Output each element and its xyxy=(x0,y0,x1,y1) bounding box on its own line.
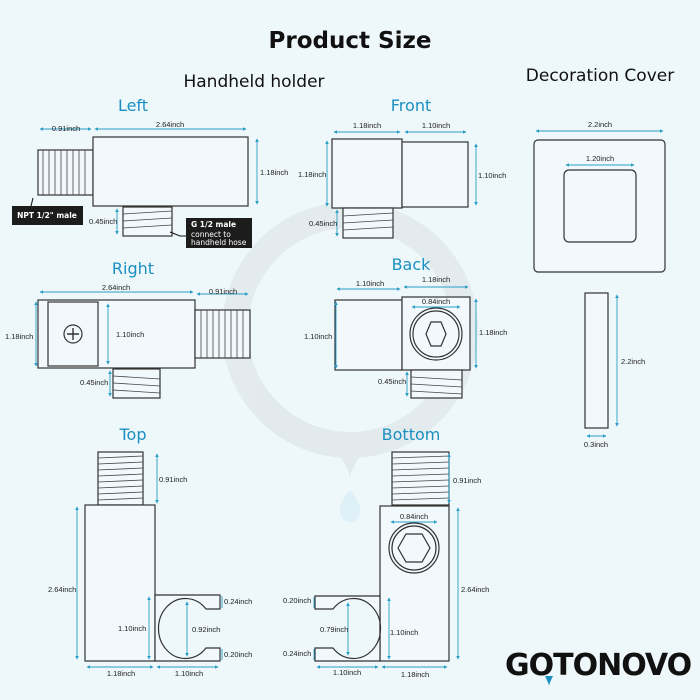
dim-label: 1.20inch xyxy=(586,154,614,163)
dim-label: 2.64inch xyxy=(461,585,489,594)
section-cover-title: Decoration Cover xyxy=(526,66,674,86)
dim-label: 1.18inch xyxy=(260,168,288,177)
g-tag-title: G 1/2 male xyxy=(191,220,236,229)
top-view: Top 0.91inch 2.64inch 1.10inch 0.92inch … xyxy=(48,425,252,678)
dim-label: 0.91inch xyxy=(453,476,481,485)
dim-label: 1.10inch xyxy=(422,121,450,130)
dim-label: 0.45inch xyxy=(378,377,406,386)
dim-label: 0.91inch xyxy=(159,475,187,484)
right-view-title: Right xyxy=(112,259,154,278)
water-drop-icon xyxy=(545,676,553,686)
dim-label: 0.20inch xyxy=(224,650,252,659)
body xyxy=(92,136,249,207)
dim-label: 1.10inch xyxy=(304,332,332,341)
dim-label: 0.20inch xyxy=(283,596,311,605)
dim-label: 1.10inch xyxy=(390,628,418,637)
g-tag-line: handheld hose xyxy=(191,238,247,247)
dim-label: 1.10inch xyxy=(116,330,144,339)
dim-label: 1.10inch xyxy=(175,669,203,678)
left-view: Left 0.91inch 2.64inch 1.18inch 0.45inch… xyxy=(12,96,288,248)
back-view-title: Back xyxy=(392,255,432,274)
dim-label: 1.18inch xyxy=(422,275,450,284)
dim-label: 1.10inch xyxy=(356,279,384,288)
front-view-title: Front xyxy=(391,96,431,115)
dim-label: 2.64inch xyxy=(156,120,184,129)
decoration-cover-view: 2.2inch 1.20inch 2.2inch 0.3inch xyxy=(533,120,666,449)
npt-tag-label: NPT 1/2" male xyxy=(17,211,77,220)
dim-label: 1.10inch xyxy=(333,668,361,677)
page-title: Product Size xyxy=(269,28,432,54)
dim-label: 2.2inch xyxy=(588,120,612,129)
dim-label: 1.18inch xyxy=(479,328,507,337)
bottom-view: Bottom 0.91inch 2.64inch 0.84inch 1.10in… xyxy=(283,425,489,679)
dim-label: 1.18inch xyxy=(5,332,33,341)
dim-label: 0.45inch xyxy=(89,217,117,226)
left-view-title: Left xyxy=(118,96,148,115)
back-view: Back 1.10inch 1.18inch 0.84inch 1.10inch… xyxy=(304,255,507,399)
g-tag-line: connect to xyxy=(191,230,231,239)
dim-label: 0.84inch xyxy=(400,512,428,521)
right-view: Right 2.64inch 0.91inch 1.18inch 1.10inc… xyxy=(5,259,251,399)
dim-label: 1.18inch xyxy=(107,669,135,678)
dim-label: 0.24inch xyxy=(224,597,252,606)
dim-label: 0.24inch xyxy=(283,649,311,658)
dim-label: 1.18inch xyxy=(401,670,429,679)
dim-label: 0.91inch xyxy=(52,124,80,133)
dim-label: 0.3inch xyxy=(584,440,608,449)
g-thread-tag xyxy=(186,218,252,248)
dim-label: 2.64inch xyxy=(102,283,130,292)
section-handheld-title: Handheld holder xyxy=(183,72,324,92)
dim-label: 2.64inch xyxy=(48,585,76,594)
dim-label: 1.18inch xyxy=(298,170,326,179)
npt-thread xyxy=(37,149,94,196)
dim-label: 0.91inch xyxy=(209,287,237,296)
dim-label: 2.2inch xyxy=(621,357,645,366)
hex-socket-icon xyxy=(425,321,447,347)
brand-logo-text: GOTONOVO xyxy=(505,648,691,683)
brand-logo: GOTONOVO xyxy=(505,648,692,686)
front-view: Front 1.18inch 1.10inch 1.18inch 1.10inc… xyxy=(298,96,506,239)
npt-tag xyxy=(12,206,83,225)
dim-label: 1.18inch xyxy=(353,121,381,130)
dim-label: 0.84inch xyxy=(422,297,450,306)
top-view-title: Top xyxy=(119,425,147,444)
dim-label: 1.10inch xyxy=(478,171,506,180)
dim-label: 0.45inch xyxy=(309,219,337,228)
hex-socket-icon xyxy=(397,533,431,563)
dim-label: 0.92inch xyxy=(192,625,220,634)
screw-icon xyxy=(67,328,79,340)
dim-label: 1.10inch xyxy=(118,624,146,633)
dim-label: 0.79inch xyxy=(320,625,348,634)
dim-label: 0.45inch xyxy=(80,378,108,387)
bottom-view-title: Bottom xyxy=(382,425,441,444)
